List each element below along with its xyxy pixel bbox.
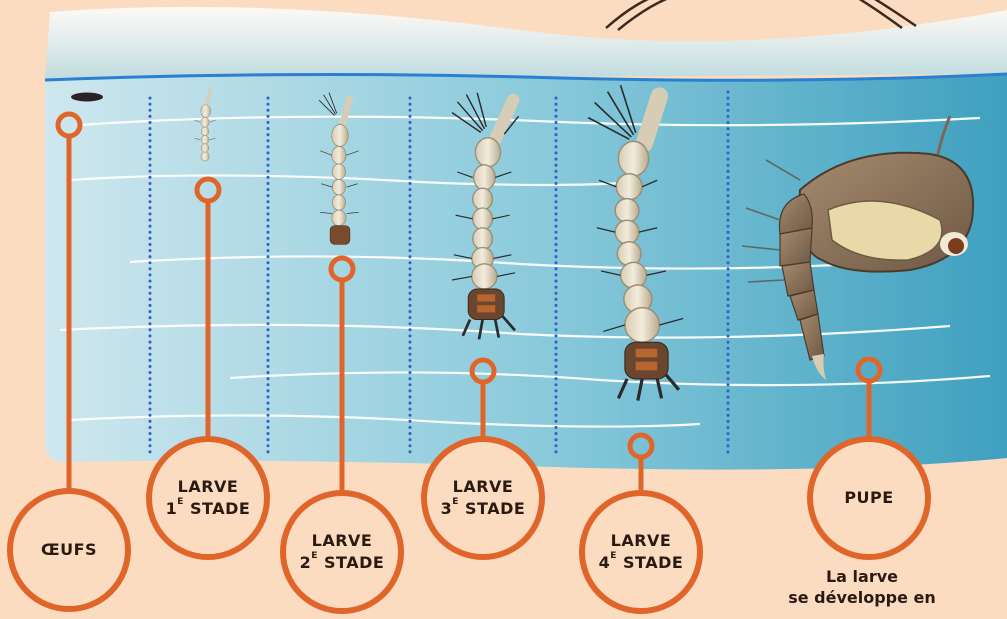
stage-larve1-sub: 1E STADE [166, 498, 251, 520]
stage-larve3-sub: 3E STADE [441, 498, 526, 520]
stage-larve4-sub: 4E STADE [599, 552, 684, 574]
stage-pupe-title: PUPE [844, 487, 893, 509]
stage-larve4-title: LARVE [611, 530, 672, 552]
stage-larve2-title: LARVE [312, 530, 373, 552]
stage-label-pupe: PUPE [807, 436, 931, 560]
stage-label-larve-4: LARVE 4E STADE [579, 490, 703, 614]
egg-raft [71, 93, 103, 102]
stage-larve2-sub: 2E STADE [300, 552, 385, 574]
stage-label-larve-1: LARVE 1E STADE [146, 436, 270, 560]
stage-label-larve-2: LARVE 2E STADE [280, 490, 404, 614]
caption-line-1: La larve [752, 567, 972, 588]
pupa-caption: La larve se développe en [752, 567, 972, 609]
stage-larve3-title: LARVE [453, 476, 514, 498]
stage-label-oeufs: ŒUFS [7, 488, 131, 612]
stage-larve1-title: LARVE [178, 476, 239, 498]
caption-line-2: se développe en [752, 588, 972, 609]
stage-oeufs-title: ŒUFS [41, 539, 97, 561]
stage-label-larve-3: LARVE 3E STADE [421, 436, 545, 560]
